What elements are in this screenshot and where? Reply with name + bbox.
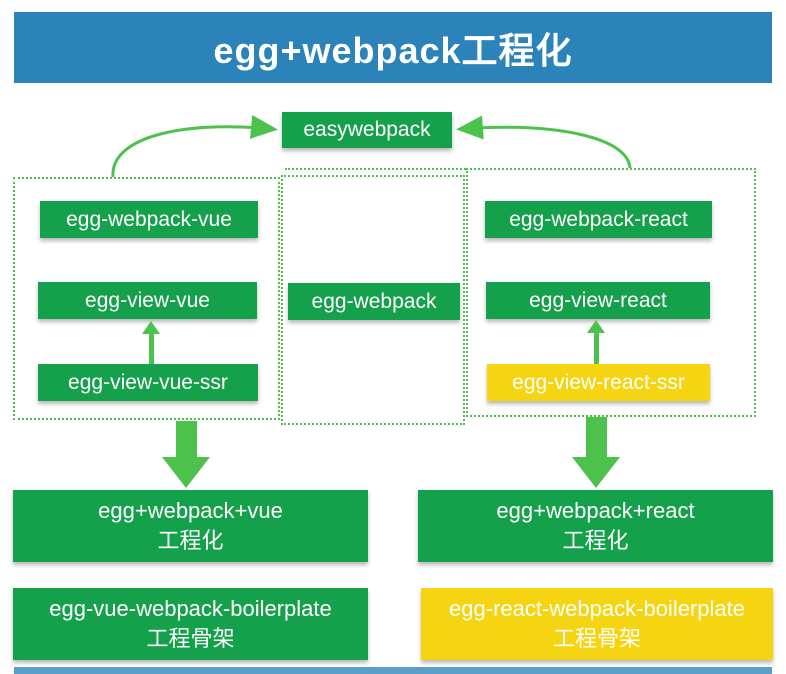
- node-easywebpack: easywebpack: [282, 112, 452, 148]
- node-egg-view-react-label: egg-view-react: [529, 288, 667, 312]
- arrow-react-to-easywebpack: [456, 115, 632, 169]
- output-vue-project-line1: egg+webpack+vue: [98, 498, 283, 523]
- node-egg-webpack-react-label: egg-webpack-react: [509, 207, 688, 231]
- node-egg-webpack-react: egg-webpack-react: [485, 201, 712, 238]
- down-arrow-head-icon: [572, 457, 620, 488]
- output-vue-project-line2: 工程化: [157, 528, 224, 553]
- node-egg-view-react-ssr: egg-view-react-ssr: [487, 364, 710, 401]
- title-banner: egg+webpack工程化: [14, 12, 772, 83]
- node-easywebpack-label: easywebpack: [303, 118, 431, 141]
- output-vue-project: egg+webpack+vue 工程化: [13, 490, 368, 562]
- node-egg-view-vue-ssr: egg-view-vue-ssr: [38, 364, 258, 401]
- node-egg-view-vue-label: egg-view-vue: [85, 288, 210, 312]
- down-arrow-stem: [175, 421, 197, 459]
- node-egg-view-react: egg-view-react: [486, 282, 710, 319]
- node-egg-webpack-label: egg-webpack: [311, 289, 437, 313]
- group-react-top-extension: [285, 168, 466, 170]
- group-vue: [13, 177, 280, 420]
- node-egg-view-react-ssr-label: egg-view-react-ssr: [512, 370, 685, 394]
- node-egg-view-vue: egg-view-vue: [38, 282, 257, 319]
- output-react-project: egg+webpack+react 工程化: [418, 490, 773, 562]
- page-title: egg+webpack工程化: [213, 29, 573, 71]
- up-arrow-stem: [148, 333, 154, 364]
- node-egg-view-vue-ssr-label: egg-view-vue-ssr: [68, 370, 228, 394]
- down-arrow-react: [572, 417, 620, 488]
- group-react: [466, 168, 756, 417]
- down-arrow-stem: [585, 417, 607, 459]
- output-react-boilerplate-line2: 工程骨架: [552, 626, 641, 651]
- up-arrow-react-ssr: [587, 320, 605, 364]
- down-arrow-vue: [162, 421, 210, 488]
- down-arrow-head-icon: [162, 457, 210, 488]
- bottom-banner-sliver: [14, 667, 772, 674]
- output-react-project-line2: 工程化: [562, 528, 629, 553]
- output-react-boilerplate: egg-react-webpack-boilerplate 工程骨架: [421, 588, 773, 660]
- arrow-vue-to-easywebpack: [111, 115, 278, 178]
- up-arrow-stem: [593, 332, 599, 364]
- output-react-boilerplate-line1: egg-react-webpack-boilerplate: [449, 596, 745, 621]
- node-egg-webpack: egg-webpack: [288, 283, 460, 320]
- output-vue-boilerplate-line1: egg-vue-webpack-boilerplate: [49, 596, 332, 621]
- node-egg-webpack-vue: egg-webpack-vue: [40, 201, 258, 238]
- output-vue-boilerplate: egg-vue-webpack-boilerplate 工程骨架: [13, 588, 368, 660]
- group-core: [281, 175, 465, 425]
- up-arrow-vue-ssr: [142, 321, 160, 364]
- output-vue-boilerplate-line2: 工程骨架: [146, 626, 235, 651]
- node-egg-webpack-vue-label: egg-webpack-vue: [66, 207, 232, 231]
- up-arrow-head-icon: [142, 321, 160, 334]
- up-arrow-head-icon: [587, 320, 605, 333]
- output-react-project-line1: egg+webpack+react: [496, 498, 695, 523]
